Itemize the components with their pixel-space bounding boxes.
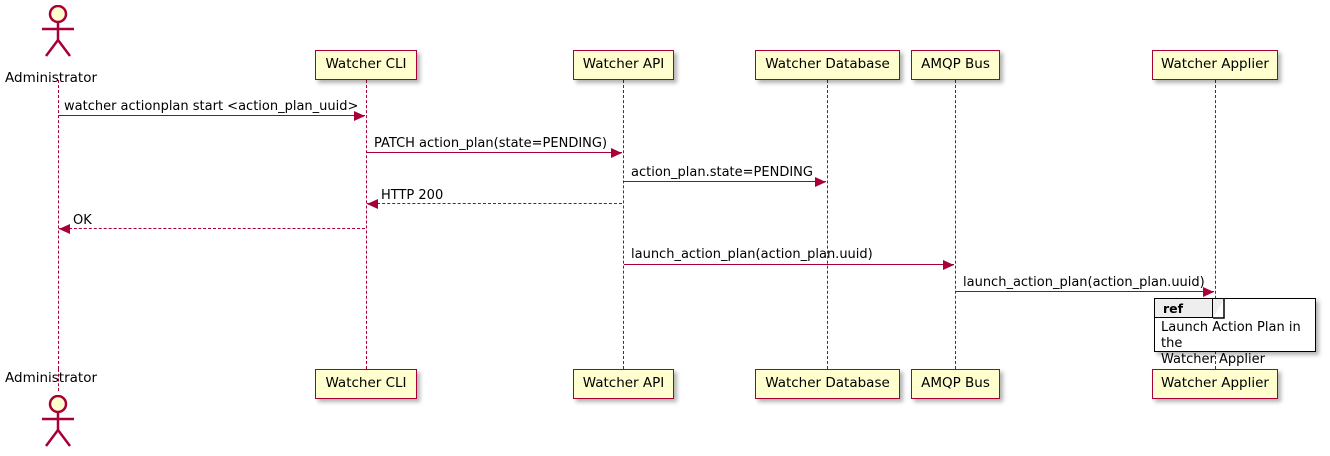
- message-arrowhead-7: [1203, 286, 1214, 297]
- participant-box-amqp-bottom: AMQP Bus: [911, 369, 1000, 399]
- participant-box-api-top: Watcher API: [573, 50, 674, 80]
- ref-fragment-body: Launch Action Plan in the Watcher Applie…: [1161, 320, 1301, 367]
- ref-fragment-tab-corner: [1213, 299, 1224, 318]
- message-line-5: [59, 228, 365, 229]
- message-line-3: [624, 181, 826, 182]
- actor-figure-administrator-top: [36, 4, 80, 57]
- participant-box-database-bottom: Watcher Database: [755, 369, 900, 399]
- message-line-1: [59, 115, 365, 116]
- message-line-2: [367, 152, 622, 153]
- message-label-5: OK: [73, 213, 92, 228]
- participant-box-applier-bottom: Watcher Applier: [1152, 369, 1278, 399]
- participant-label-amqp: AMQP Bus: [921, 56, 990, 73]
- actor-label-administrator-top: Administrator: [5, 70, 98, 86]
- lifeline-cli: [366, 80, 367, 369]
- message-line-7: [956, 291, 1214, 292]
- ref-fragment-tab-diagonal: [1213, 299, 1225, 319]
- ref-fragment-tab: ref: [1155, 299, 1213, 318]
- message-label-2: PATCH action_plan(state=PENDING): [374, 136, 608, 151]
- lifeline-administrator: [58, 80, 59, 369]
- message-arrowhead-3: [815, 176, 826, 187]
- participant-label-cli: Watcher CLI: [325, 56, 407, 73]
- message-arrowhead-1: [354, 110, 365, 121]
- participant-label-applier: Watcher Applier: [1161, 375, 1269, 392]
- participant-box-applier-top: Watcher Applier: [1152, 50, 1278, 80]
- participant-box-api-bottom: Watcher API: [573, 369, 674, 399]
- participant-label-applier: Watcher Applier: [1161, 56, 1269, 73]
- participant-label-amqp: AMQP Bus: [921, 375, 990, 392]
- message-line-4: [367, 203, 622, 204]
- participant-label-cli: Watcher CLI: [325, 375, 407, 392]
- participant-box-cli-top: Watcher CLI: [315, 50, 417, 80]
- participant-box-cli-bottom: Watcher CLI: [315, 369, 417, 399]
- lifeline-administrator-bottom-stub: [58, 369, 59, 391]
- message-label-1: watcher actionplan start <action_plan_uu…: [64, 99, 359, 114]
- actor-label-administrator-bottom: Administrator: [5, 370, 98, 386]
- lifeline-api: [623, 80, 624, 369]
- message-label-6: launch_action_plan(action_plan.uuid): [631, 247, 873, 262]
- message-label-7: launch_action_plan(action_plan.uuid): [963, 275, 1205, 290]
- participant-box-amqp-top: AMQP Bus: [911, 50, 1000, 80]
- participant-label-database: Watcher Database: [765, 375, 890, 392]
- lifeline-applier: [1215, 80, 1216, 369]
- message-arrowhead-2: [611, 147, 622, 158]
- message-arrowhead-4: [367, 198, 378, 209]
- message-arrowhead-6: [943, 259, 954, 270]
- lifeline-amqp: [955, 80, 956, 369]
- participant-label-api: Watcher API: [582, 375, 665, 392]
- participant-label-database: Watcher Database: [765, 56, 890, 73]
- message-label-4: HTTP 200: [381, 188, 444, 203]
- message-label-3: action_plan.state=PENDING: [631, 165, 813, 180]
- participant-label-api: Watcher API: [582, 56, 665, 73]
- message-line-6: [624, 264, 954, 265]
- actor-figure-administrator-bottom: [36, 394, 80, 447]
- lifeline-database: [827, 80, 828, 369]
- message-arrowhead-5: [59, 223, 70, 234]
- participant-box-database-top: Watcher Database: [755, 50, 900, 80]
